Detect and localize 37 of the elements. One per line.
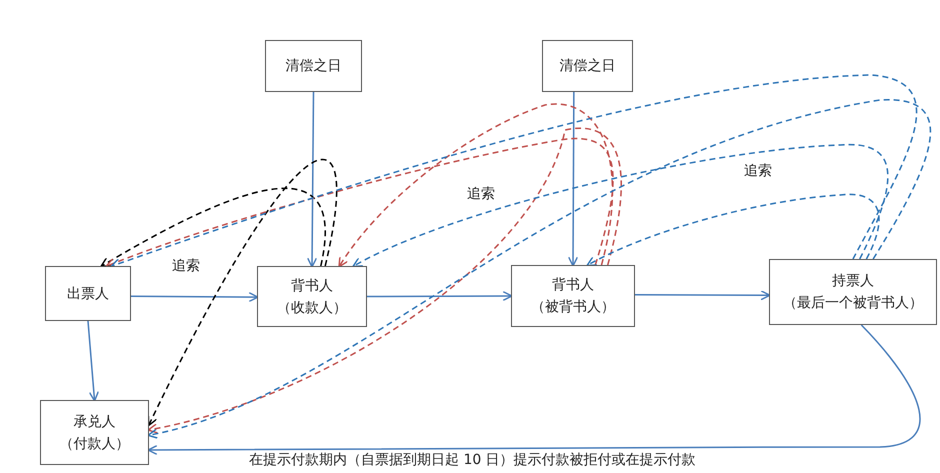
arrow	[635, 290, 771, 300]
party-box	[265, 40, 362, 92]
arrow	[105, 138, 614, 268]
box-label: 清偿之日	[286, 57, 342, 76]
arrow	[306, 92, 318, 268]
box-label: 承兑人	[74, 412, 116, 432]
arrow	[131, 292, 259, 302]
arrow	[147, 99, 931, 438]
arrow	[586, 194, 880, 266]
box-label: 出票人	[67, 284, 109, 304]
box-label: 背书人	[291, 276, 333, 296]
party-box	[511, 265, 635, 327]
box-label: 清偿之日	[560, 57, 616, 76]
box-label: （最后一个被背书人）	[783, 294, 923, 313]
party-box	[542, 40, 633, 92]
arrow	[148, 158, 338, 426]
party-box	[769, 259, 937, 325]
arrow	[338, 104, 614, 268]
box-label: （被背书人）	[531, 298, 615, 317]
party-box	[257, 266, 367, 327]
party-box	[45, 266, 131, 321]
box-label: （付款人）	[60, 434, 130, 454]
box-label: 持票人	[832, 272, 874, 291]
arrow	[110, 74, 917, 268]
arrow	[87, 320, 100, 402]
recourse-label: 追索	[170, 257, 202, 275]
arrow	[568, 92, 578, 267]
arrow	[100, 188, 326, 268]
arrow	[147, 128, 622, 434]
recourse-label: 追索	[742, 162, 774, 180]
arrow	[147, 324, 921, 456]
box-label: 背书人	[552, 276, 594, 295]
party-box	[40, 400, 149, 465]
arrow	[367, 290, 513, 302]
arrow	[352, 144, 888, 268]
recourse-label: 追索	[465, 185, 497, 203]
box-label: （收款人）	[277, 298, 347, 318]
